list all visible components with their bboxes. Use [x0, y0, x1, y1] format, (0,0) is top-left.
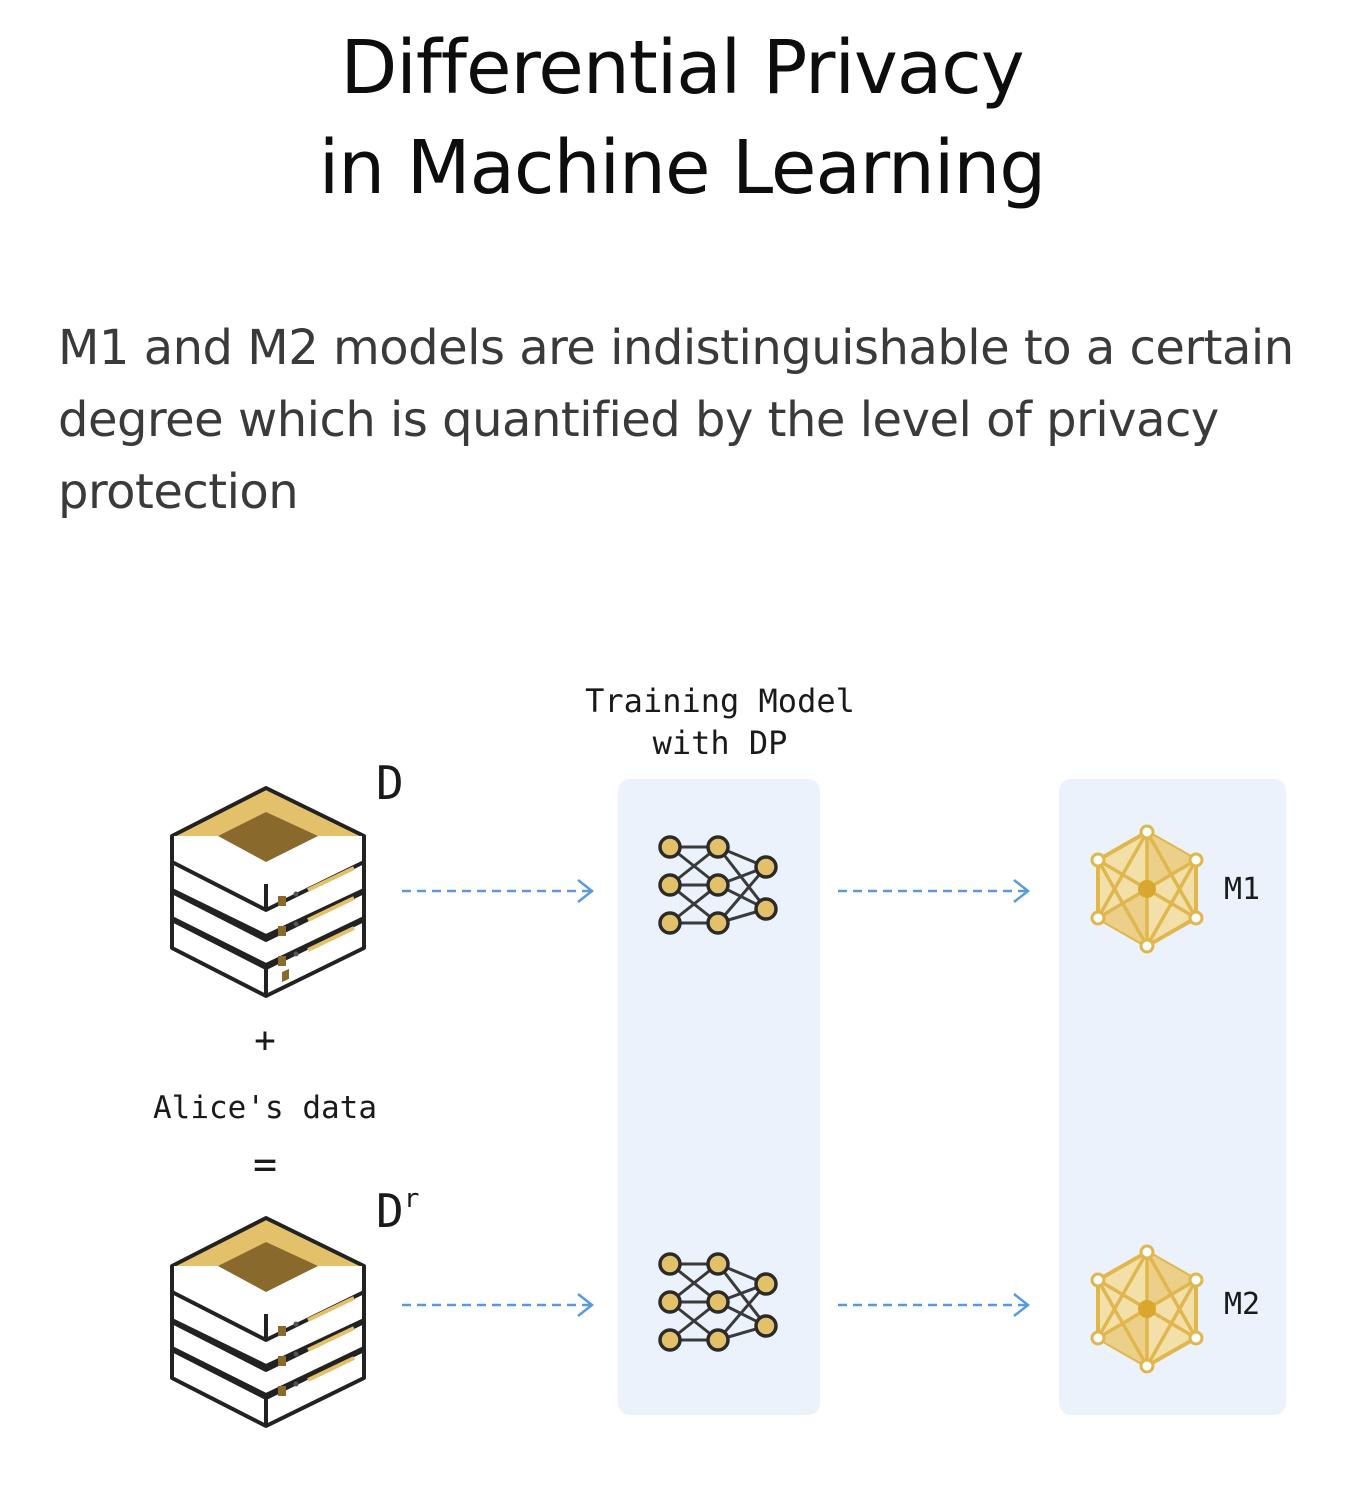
neural-network-icon: [658, 835, 778, 935]
database-server-icon: [170, 1216, 366, 1428]
description-text: M1 and M2 models are indistinguishable t…: [58, 320, 1294, 520]
model-hexagon-icon: [1090, 1244, 1204, 1374]
plus-sign: +: [254, 1020, 276, 1061]
dashed-arrow-icon: [838, 1293, 1031, 1317]
training-label: Training Model with DP: [560, 680, 880, 764]
database-stack: [170, 1216, 366, 1428]
neural-network-icon: [658, 1252, 778, 1352]
training-label-line-2: with DP: [652, 724, 788, 762]
training-label-line-1: Training Model: [585, 682, 855, 720]
dashed-arrow-icon: [402, 879, 595, 903]
dataset-d-label: D: [376, 756, 404, 810]
database-server-icon: [170, 786, 366, 998]
dataset-d-prime-letter: D: [376, 1184, 404, 1238]
alice-data-label: Alice's data: [153, 1090, 377, 1126]
page-title: Differential Privacy in Machine Learning: [0, 18, 1364, 218]
dataset-d-prime-mark: r: [403, 1183, 420, 1214]
model-m2-label: M2: [1224, 1287, 1261, 1322]
page-title-line-1: Differential Privacy: [340, 25, 1024, 111]
dashed-arrow-icon: [838, 879, 1031, 903]
dashed-arrow-icon: [402, 1293, 595, 1317]
model-m1-label: M1: [1224, 872, 1261, 907]
database-stack: [170, 786, 366, 998]
equals-sign: =: [252, 1142, 278, 1188]
page-title-line-2: in Machine Learning: [318, 125, 1047, 211]
model-hexagon-icon: [1090, 824, 1204, 954]
dataset-d-prime-label: Dr: [376, 1184, 419, 1238]
